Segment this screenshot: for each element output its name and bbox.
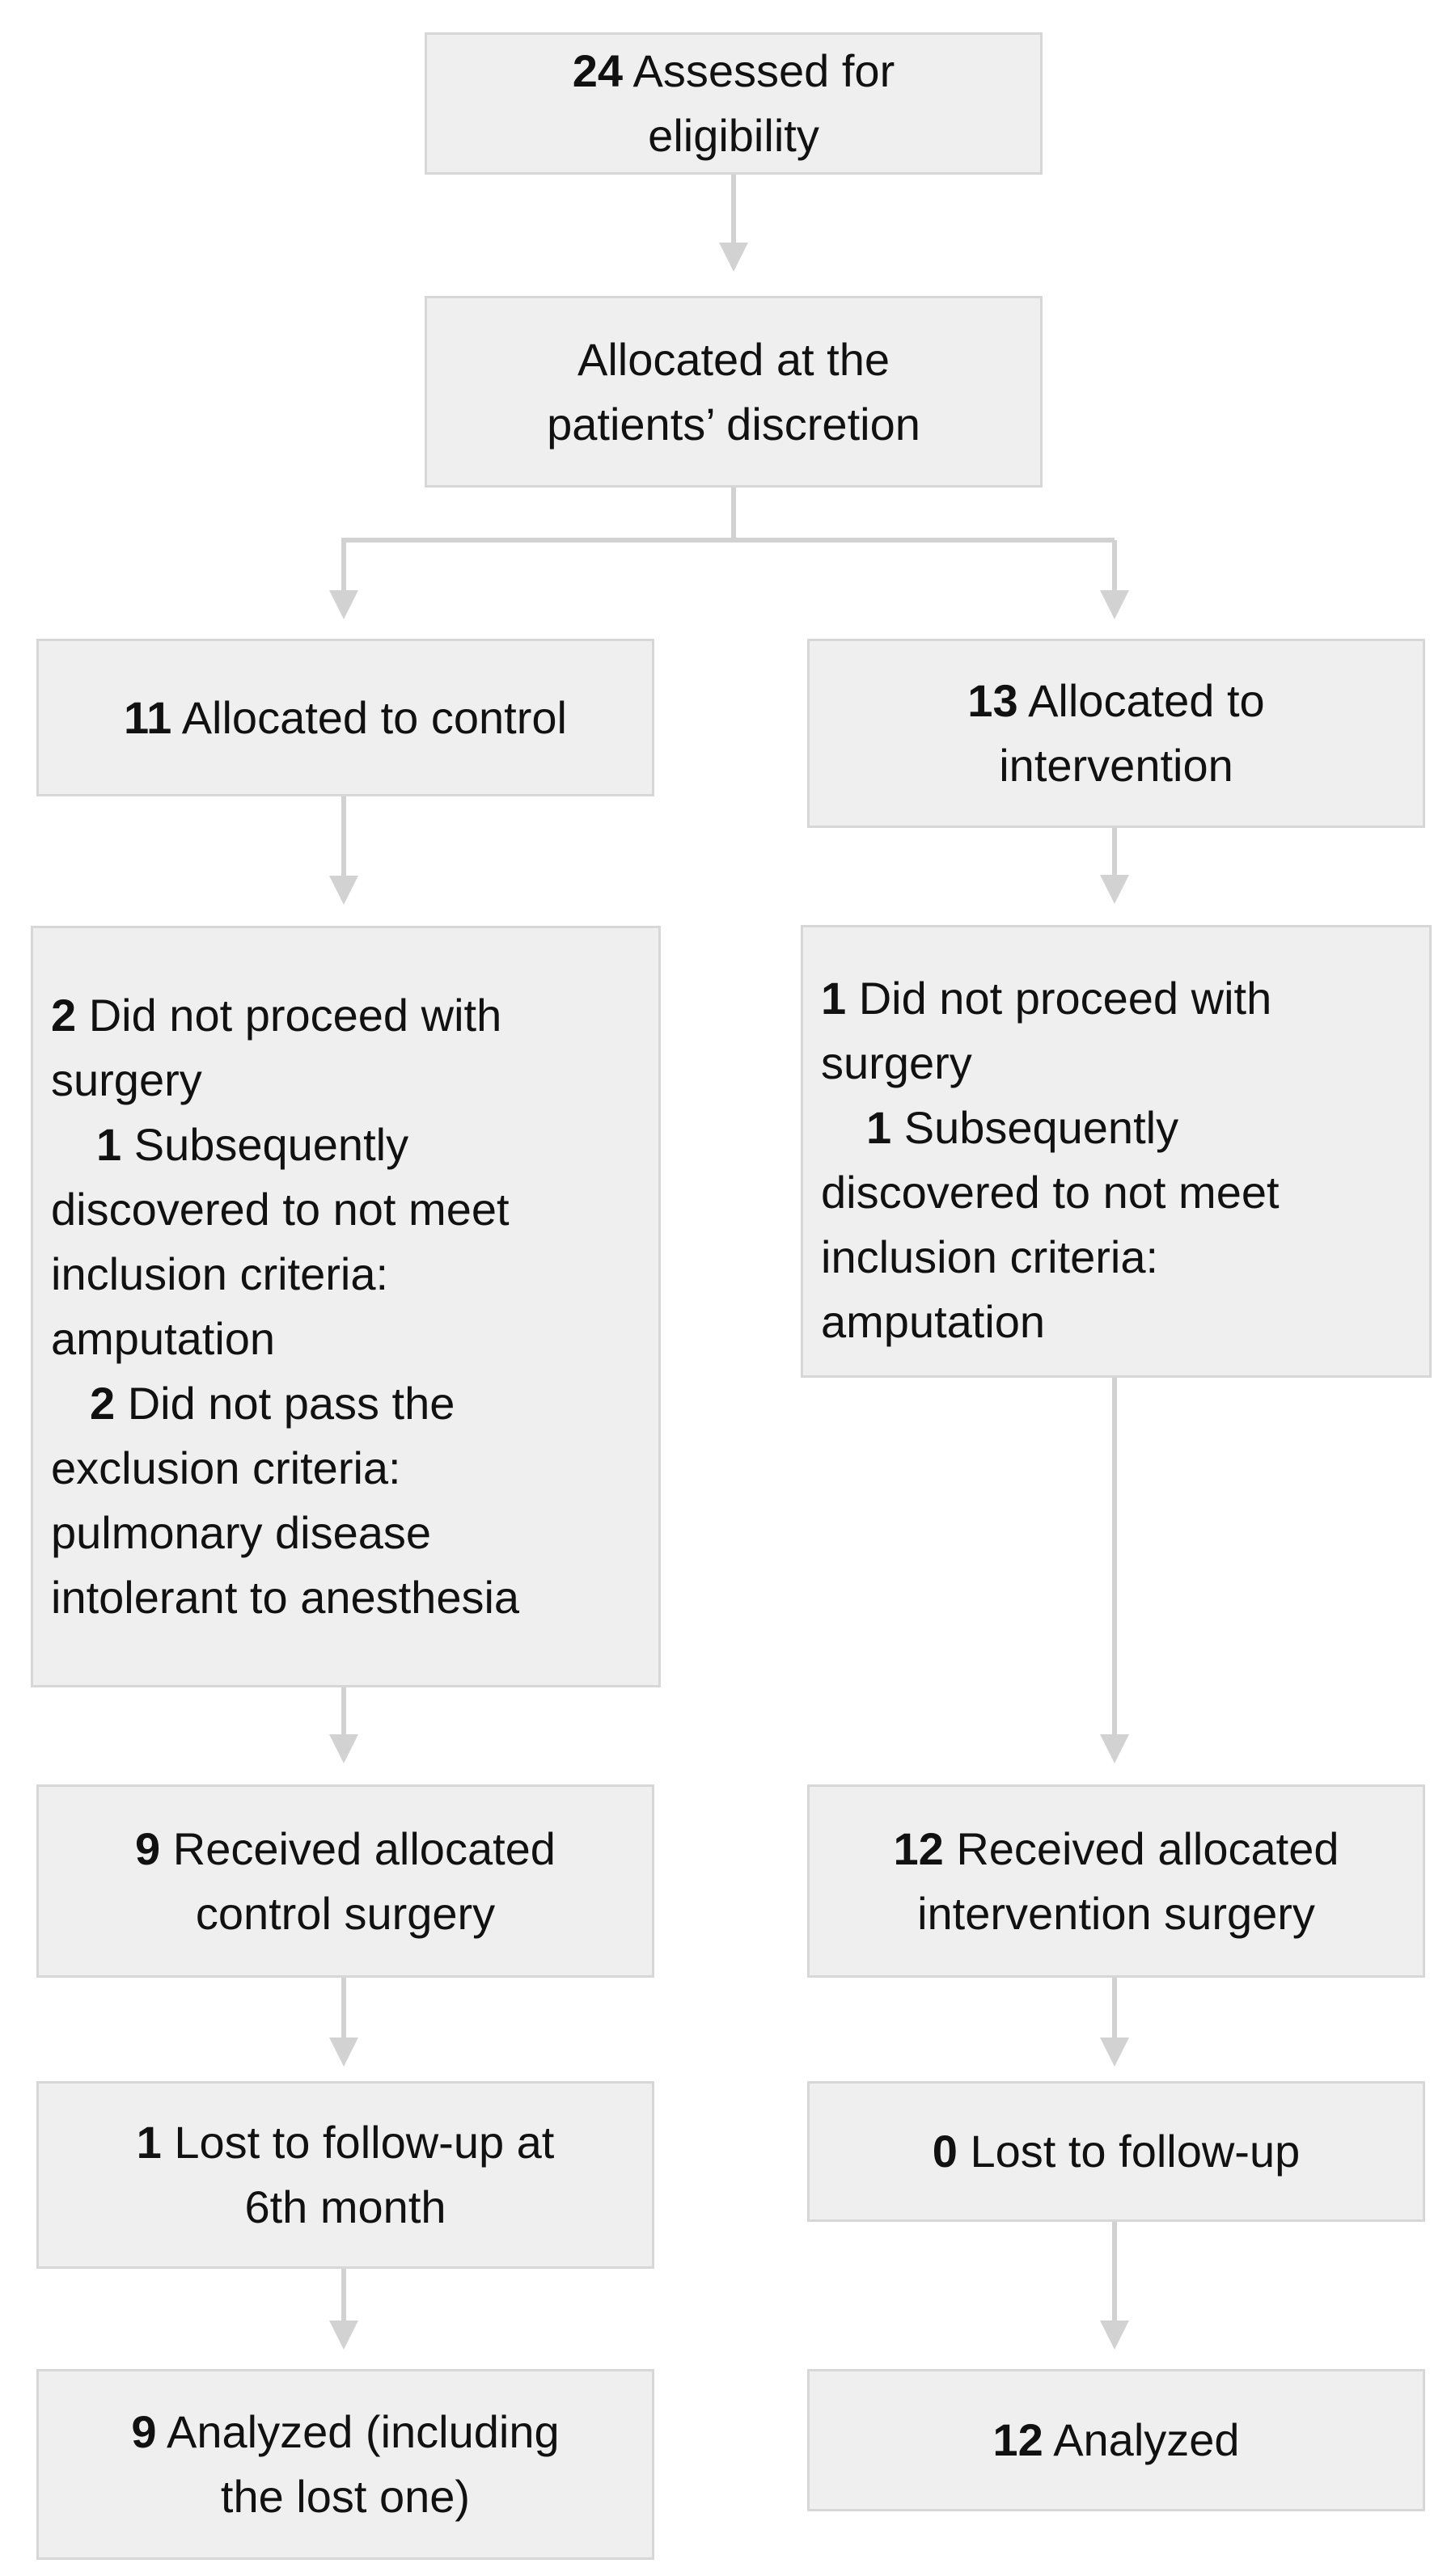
- assessed-text1: Assessed for: [623, 45, 895, 96]
- control-sub2-t3: pulmonary disease: [51, 1507, 432, 1558]
- intervention-analyzed-text: Analyzed: [1043, 2414, 1240, 2465]
- control-sub2-t2: exclusion criteria:: [51, 1442, 401, 1493]
- control-received-box: 9 Received allocated control surgery: [36, 1784, 654, 1978]
- control-analyzed-t2: the lost one): [220, 2471, 471, 2522]
- control-sub1-count: 1: [96, 1119, 122, 1170]
- intervention-sub1-t4: amputation: [821, 1296, 1046, 1347]
- assessed-line1: 24 Assessed for: [573, 39, 895, 103]
- intervention-sub1-t2: discovered to not meet: [821, 1167, 1280, 1218]
- split-connector: [329, 488, 736, 619]
- control-received-t2: control surgery: [195, 1887, 496, 1939]
- intervention-received-count: 12: [893, 1822, 944, 1874]
- control-allocated-text: Allocated to control: [171, 691, 567, 743]
- control-excluded-t2: surgery: [51, 1054, 202, 1105]
- control-lost-t1: Lost to follow-up at: [161, 2117, 555, 2168]
- intervention-lost-count: 0: [932, 2126, 958, 2177]
- control-sub1-t4: amputation: [51, 1313, 276, 1364]
- intervention-analyzed-line: 12 Analyzed: [992, 2408, 1239, 2473]
- intervention-sub1-count: 1: [866, 1102, 892, 1153]
- assessed-box: 24 Assessed for eligibility: [425, 32, 1043, 175]
- control-allocated-count: 11: [124, 691, 172, 743]
- intervention-lost-box: 0 Lost to follow-up: [807, 2081, 1425, 2222]
- intervention-excluded-count: 1: [821, 973, 847, 1024]
- assessed-count: 24: [572, 45, 624, 96]
- control-analyzed-box: 9 Analyzed (including the lost one): [36, 2369, 654, 2560]
- intervention-excluded-t1: Did not proceed with: [846, 973, 1272, 1024]
- intervention-excluded-t2: surgery: [821, 1037, 972, 1088]
- intervention-excluded-box: 1 Did not proceed with surgery 1 Subsequ…: [801, 925, 1432, 1378]
- control-sub1-t3: inclusion criteria:: [51, 1248, 389, 1299]
- control-lost-box: 1 Lost to follow-up at 6th month: [36, 2081, 654, 2269]
- intervention-received-box: 12 Received allocated intervention surge…: [807, 1784, 1425, 1978]
- control-analyzed-count: 9: [131, 2406, 157, 2457]
- intervention-sub1-t3: inclusion criteria:: [821, 1231, 1159, 1282]
- control-received-t1: Received allocated: [160, 1822, 556, 1874]
- control-received-line1: 9 Received allocated: [135, 1817, 556, 1881]
- intervention-analyzed-box: 12 Analyzed: [807, 2369, 1425, 2511]
- allocation-box: Allocated at the patients’ discretion: [425, 296, 1043, 488]
- intervention-allocated-line1: 13 Allocated to: [967, 669, 1264, 733]
- intervention-sub1-t1: Subsequently: [891, 1102, 1179, 1153]
- intervention-lost-text: Lost to follow-up: [957, 2126, 1301, 2177]
- control-allocated-box: 11 Allocated to control: [36, 639, 654, 796]
- control-excluded-box: 2 Did not proceed with surgery 1 Subsequ…: [31, 926, 661, 1687]
- control-sub1-t2: discovered to not meet: [51, 1184, 510, 1235]
- control-sub2-t4: intolerant to anesthesia: [51, 1572, 520, 1623]
- allocation-text2: patients’ discretion: [547, 398, 920, 450]
- control-analyzed-t1: Analyzed (including: [156, 2406, 560, 2457]
- control-sub1-t1: Subsequently: [121, 1119, 409, 1170]
- intervention-allocated-box: 13 Allocated to intervention: [807, 639, 1425, 828]
- intervention-allocated-count: 13: [967, 675, 1018, 726]
- control-lost-line1: 1 Lost to follow-up at: [137, 2110, 555, 2175]
- allocation-text1: Allocated at the: [577, 333, 890, 385]
- intervention-received-t2: intervention surgery: [917, 1887, 1315, 1939]
- intervention-received-t1: Received allocated: [943, 1822, 1339, 1874]
- control-excluded-t1: Did not proceed with: [76, 990, 502, 1041]
- control-excluded-line1: 2 Did not proceed with: [51, 983, 501, 1048]
- intervention-allocated-t2: intervention: [999, 740, 1233, 791]
- control-sub2-t1: Did not pass the: [115, 1378, 455, 1429]
- control-excluded-count: 2: [51, 990, 77, 1041]
- control-sub2-count: 2: [90, 1378, 116, 1429]
- intervention-excluded-line1: 1 Did not proceed with: [821, 966, 1271, 1031]
- control-sub1-line1: 1 Subsequently: [51, 1113, 408, 1177]
- assessed-text2: eligibility: [648, 110, 819, 161]
- control-analyzed-line1: 9 Analyzed (including: [131, 2400, 559, 2464]
- control-sub2-line1: 2 Did not pass the: [51, 1371, 455, 1436]
- control-lost-count: 1: [136, 2117, 162, 2168]
- intervention-sub1-line1: 1 Subsequently: [821, 1096, 1178, 1160]
- control-received-count: 9: [135, 1822, 161, 1874]
- control-allocated-line: 11 Allocated to control: [124, 686, 567, 750]
- intervention-received-line1: 12 Received allocated: [893, 1817, 1339, 1881]
- intervention-lost-line: 0 Lost to follow-up: [933, 2119, 1301, 2184]
- control-lost-t2: 6th month: [244, 2181, 446, 2232]
- intervention-analyzed-count: 12: [992, 2414, 1043, 2465]
- intervention-allocated-t1: Allocated to: [1017, 675, 1265, 726]
